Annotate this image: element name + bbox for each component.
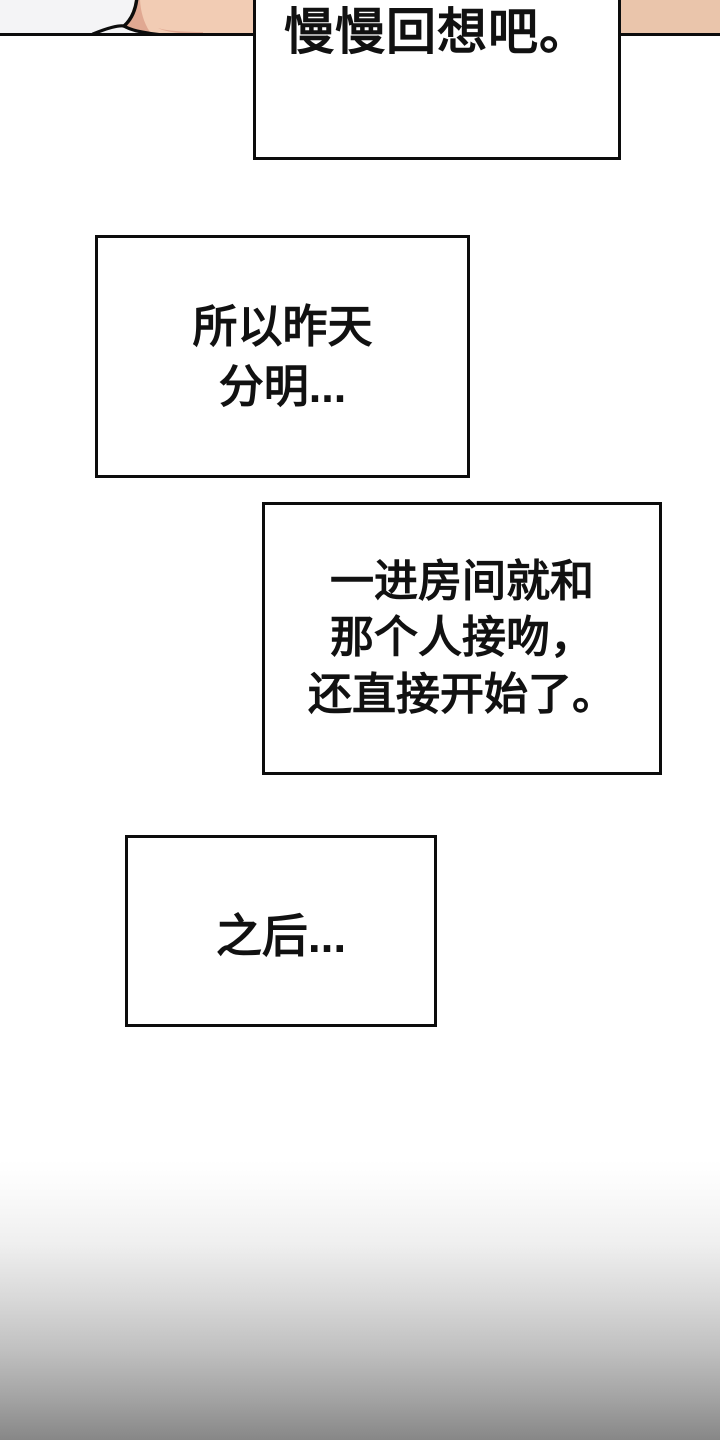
bottom-gradient bbox=[0, 1160, 720, 1440]
shoulder-outline bbox=[91, 24, 160, 33]
speech-bubble-2: 所以昨天 分明... bbox=[95, 235, 470, 478]
top-panel-right bbox=[621, 0, 720, 36]
top-panel-left bbox=[0, 0, 253, 36]
skin-fill bbox=[124, 0, 253, 33]
speech-text: 之后... bbox=[215, 910, 347, 963]
skin-shadow bbox=[124, 0, 150, 32]
speech-text: 一进房间就和 bbox=[330, 557, 594, 607]
chin-outline bbox=[122, 0, 139, 28]
speech-text: 分明... bbox=[218, 360, 347, 412]
speech-bubble-1: 慢慢回想吧。 bbox=[253, 0, 621, 160]
speech-text: 慢慢回想吧。 bbox=[284, 4, 590, 60]
speech-text: 还直接开始了。 bbox=[308, 669, 616, 719]
speech-bubble-3: 一进房间就和 那个人接吻， 还直接开始了。 bbox=[262, 502, 662, 775]
character-chin-art bbox=[0, 0, 253, 33]
speech-text: 所以昨天 bbox=[192, 301, 373, 353]
speech-text: 那个人接吻， bbox=[330, 613, 594, 663]
skin-shadow-lower bbox=[158, 28, 203, 33]
speech-bubble-4: 之后... bbox=[125, 835, 437, 1027]
